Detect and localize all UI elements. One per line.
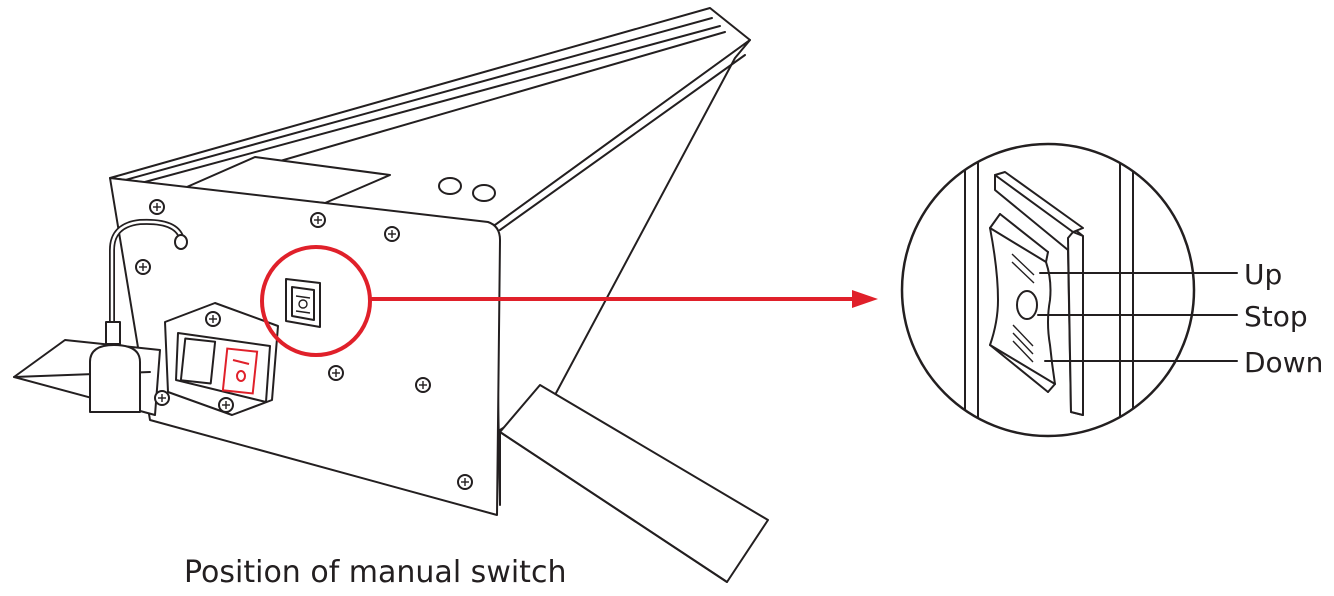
motor-housing: [13, 7, 769, 583]
screw-icon: [218, 397, 234, 413]
power-cable: [89, 218, 188, 413]
arrow-head-icon: [852, 290, 878, 308]
panel-screws: [135, 199, 473, 490]
screw-icon: [415, 377, 431, 393]
top-button-2: [472, 184, 496, 202]
screw-icon: [149, 199, 165, 215]
screw-icon: [205, 311, 221, 327]
housing-end-panel: [109, 177, 501, 516]
screw-icon: [135, 259, 151, 275]
label-up: Up: [1244, 258, 1282, 291]
label-down: Down: [1244, 346, 1323, 379]
screw-icon: [384, 226, 400, 242]
screw-icon: [310, 212, 326, 228]
iec-power-socket-icon: [164, 302, 279, 416]
screw-icon: [457, 474, 473, 490]
label-stop: Stop: [1244, 300, 1308, 333]
cable-plug: [89, 344, 141, 413]
top-button-1: [438, 177, 462, 195]
mounting-bracket: [499, 384, 769, 583]
caption: Position of manual switch: [184, 555, 566, 590]
screw-icon: [328, 365, 344, 381]
screw-icon: [154, 390, 170, 406]
switch-detail-zoom: [900, 142, 1238, 438]
highlight-callout: [260, 245, 878, 357]
rocker-switch-icon: [285, 278, 321, 328]
